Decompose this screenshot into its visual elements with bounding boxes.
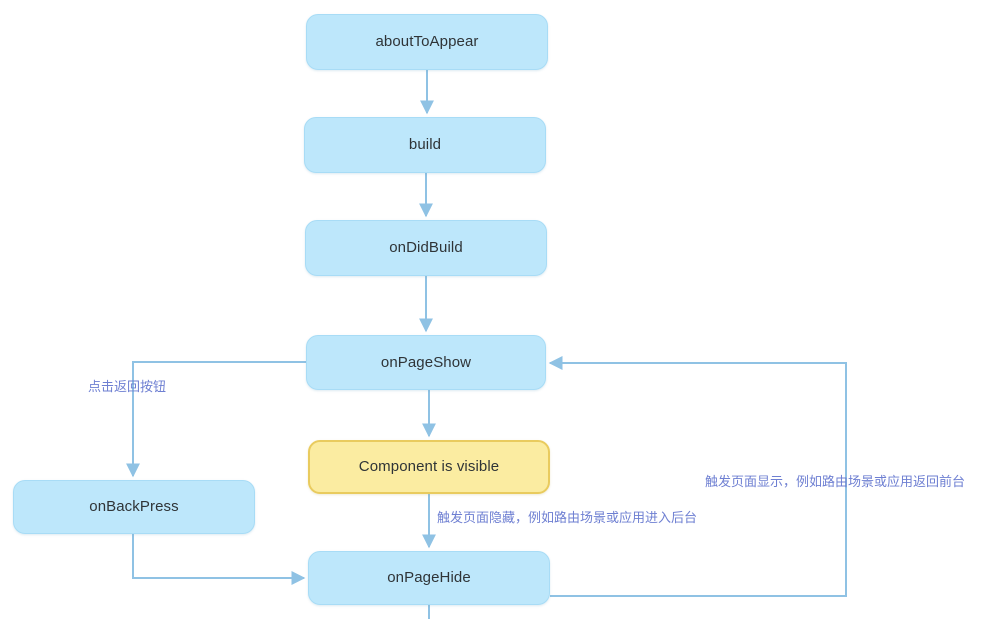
edge-label-back-press: 点击返回按钮 [88,379,167,394]
node-on-back-press[interactable]: onBackPress [13,480,255,534]
node-label: onBackPress [89,498,179,515]
node-component-is-visible[interactable]: Component is visible [308,440,550,494]
node-label: aboutToAppear [375,33,479,50]
node-label: build [408,136,442,153]
node-on-page-hide[interactable]: onPageHide [308,551,550,605]
edge-label-page-show: 触发页面显示，例如路由场景或应用返回前台 [705,474,966,489]
node-about-to-appear[interactable]: aboutToAppear [306,14,548,70]
node-on-page-show[interactable]: onPageShow [306,335,546,390]
node-label: onPageShow [380,353,472,371]
node-label: Component is visible [358,458,500,475]
node-label: onDidBuild [389,239,463,256]
node-build[interactable]: build [304,117,546,173]
edge-onBackPress-onPageHide [132,534,306,585]
node-label: onPageHide [387,569,471,586]
node-on-did-build[interactable]: onDidBuild [305,220,547,276]
edge-label-page-hide: 触发页面隐藏，例如路由场景或应用进入后台 [437,510,698,525]
